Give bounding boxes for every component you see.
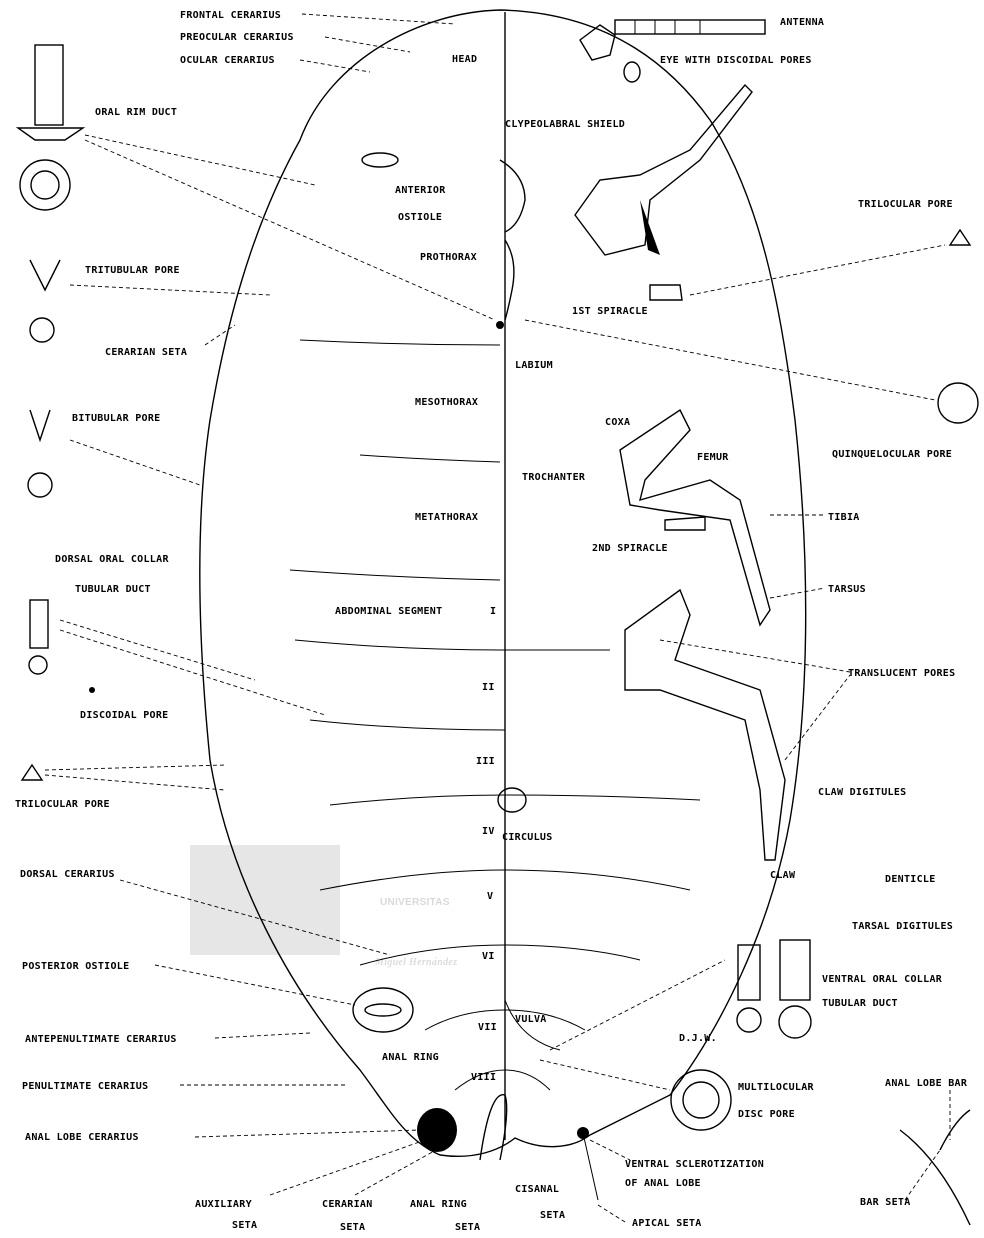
label-prothorax: PROTHORAX [420,252,477,263]
label-cisanal-1: CISANAL [515,1184,559,1195]
label-cisanal-2: SETA [540,1210,565,1221]
label-seg-ii: II [482,682,495,693]
label-ostiole: OSTIOLE [398,212,442,223]
label-tritubular-pore: TRITUBULAR PORE [85,265,180,276]
label-ventral-scler-2: OF ANAL LOBE [625,1178,701,1189]
front-leg-drawing [575,85,752,300]
label-penultimate-cerarius: PENULTIMATE CERARIUS [22,1081,148,1092]
label-bitubular-pore: BITUBULAR PORE [72,413,161,424]
label-antepenultimate-cerarius: ANTEPENULTIMATE CERARIUS [25,1034,177,1045]
label-anterior: ANTERIOR [395,185,446,196]
label-anal-lobe-cerarius: ANAL LOBE CERARIUS [25,1132,139,1143]
body-outline [200,10,806,1156]
label-femur: FEMUR [697,452,729,463]
label-multilocular-1: MULTILOCULAR [738,1082,815,1093]
label-translucent-pores: TRANSLUCENT PORES [848,668,955,679]
label-coxa: COXA [605,417,630,428]
label-ventral-oral-collar-2: TUBULAR DUCT [822,998,898,1009]
label-tarsus: TARSUS [828,584,866,595]
label-anal-ring-seta-2: SETA [455,1222,480,1233]
label-seg-v: V [487,891,493,902]
label-abdominal-segment: ABDOMINAL SEGMENT [335,606,442,617]
label-seg-viii: VIII [471,1072,496,1083]
label-seg-i: I [490,606,496,617]
label-denticle: DENTICLE [885,874,936,885]
label-antenna: ANTENNA [780,17,824,28]
antenna-drawing [580,20,765,82]
label-cerarian-2: SETA [340,1222,365,1233]
label-seg-iv: IV [482,826,495,837]
label-claw-digitules: CLAW DIGITULES [818,787,907,798]
label-trilocular-pore-top: TRILOCULAR PORE [858,199,953,210]
label-first-spiracle: 1ST SPIRACLE [572,306,648,317]
label-apical-seta: APICAL SETA [632,1218,702,1229]
label-seg-vi: VI [482,951,495,962]
label-anal-ring: ANAL RING [382,1052,439,1063]
leader-lines [45,14,950,1222]
label-circulus: CIRCULUS [502,832,553,843]
label-clypeolabral-shield: CLYPEOLABRAL SHIELD [505,119,625,130]
label-discoidal-pore: DISCOIDAL PORE [80,710,169,721]
label-metathorax: METATHORAX [415,512,478,523]
hind-leg-drawing [625,590,785,860]
label-cerarian-1: CERARIAN [322,1199,373,1210]
label-tibia: TIBIA [828,512,860,523]
label-auxiliary-1: AUXILIARY [195,1199,252,1210]
label-bar-seta: BAR SETA [860,1197,911,1208]
label-trilocular-pore-left: TRILOCULAR PORE [15,799,110,810]
label-tarsal-digitules: TARSAL DIGITULES [852,921,953,932]
label-seg-iii: III [476,756,495,767]
watermark: UNIVERSITAS Miguel Hernández [190,845,457,968]
segment-lines [290,340,700,1090]
label-auxiliary-2: SETA [232,1220,257,1231]
label-claw: CLAW [770,870,796,881]
label-vulva: VULVA [515,1014,547,1025]
inset-drawings [18,45,978,1225]
label-trochanter: TROCHANTER [522,472,586,483]
label-cerarian-seta-left: CERARIAN SETA [105,347,187,358]
label-quinquelocular-pore: QUINQUELOCULAR PORE [832,449,952,460]
label-preocular-cerarius: PREOCULAR CERARIUS [180,32,294,43]
label-dorsal-oral-collar-2: TUBULAR DUCT [75,584,151,595]
label-seg-vii: VII [478,1022,497,1033]
label-second-spiracle: 2ND SPIRACLE [592,543,668,554]
label-ventral-scler-1: VENTRAL SCLEROTIZATION [625,1159,764,1170]
ostiole-drawings [353,153,598,1200]
watermark-logo [190,845,340,955]
label-anal-lobe-bar: ANAL LOBE BAR [885,1078,968,1089]
label-oral-rim-duct: ORAL RIM DUCT [95,107,177,118]
label-dorsal-cerarius: DORSAL CERARIUS [20,869,115,880]
label-eye: EYE WITH DISCOIDAL PORES [660,55,812,66]
label-posterior-ostiole: POSTERIOR OSTIOLE [22,961,129,972]
label-mesothorax: MESOTHORAX [415,397,478,408]
label-anal-ring-seta-1: ANAL RING [410,1199,467,1210]
label-frontal-cerarius: FRONTAL CERARIUS [180,10,281,21]
label-signature: D.J.W. [679,1033,717,1044]
labels: FRONTAL CERARIUS PREOCULAR CERARIUS OCUL… [15,10,968,1233]
label-multilocular-2: DISC PORE [738,1109,795,1120]
label-ocular-cerarius: OCULAR CERARIUS [180,55,275,66]
label-head: HEAD [452,54,477,65]
label-ventral-oral-collar-1: VENTRAL ORAL COLLAR [822,974,943,985]
label-labium: LABIUM [515,360,553,371]
watermark-line1: UNIVERSITAS [380,897,450,908]
label-dorsal-oral-collar-1: DORSAL ORAL COLLAR [55,554,169,565]
middle-leg-drawing [620,410,770,625]
